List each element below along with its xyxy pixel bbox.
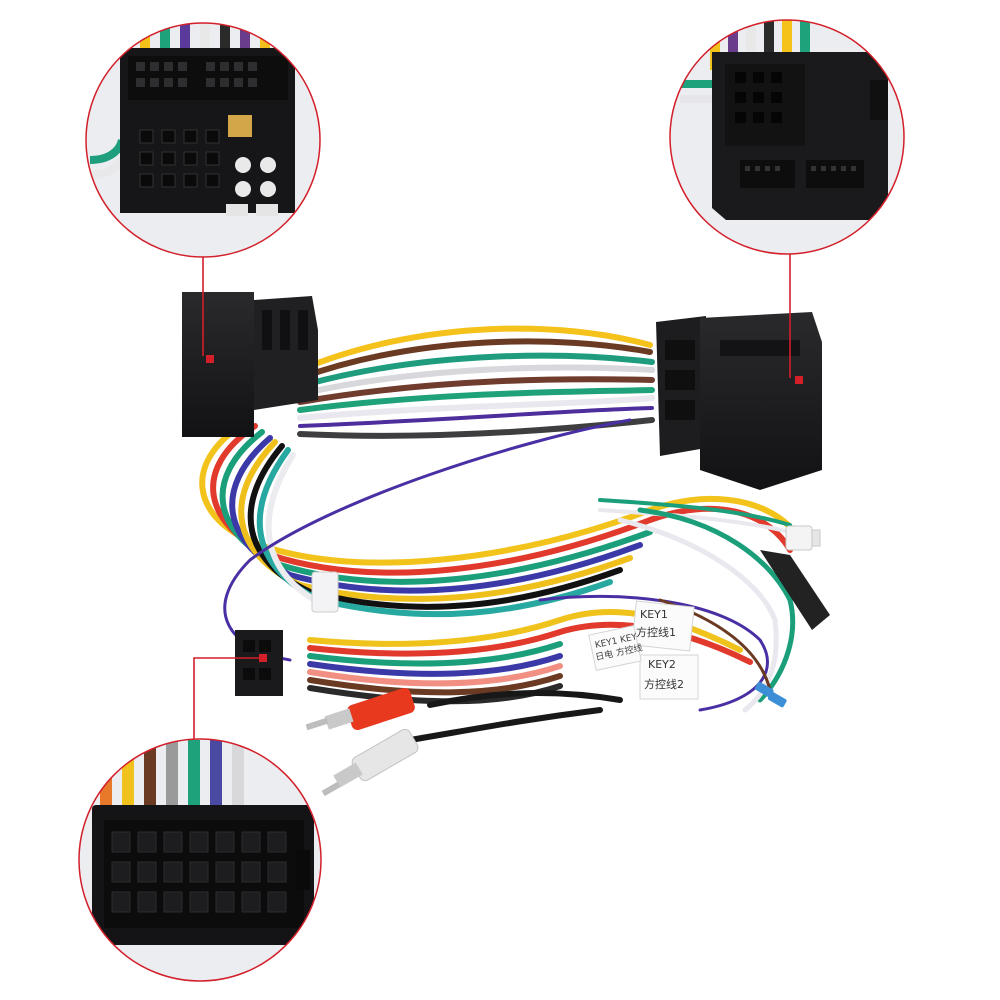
small-white-connector [785,525,821,551]
inline-fuse [760,550,830,630]
rca-plug-red [305,687,415,731]
rca-plug-white [321,728,419,797]
quadlock-connector-left [182,292,318,437]
label-tag-wire: KEY1 KEY 日电 方控线 [588,625,644,671]
callout-zoom-top-right [669,19,905,255]
iso-16pin-connector [235,630,283,696]
tag1-line2: 方控线1 [636,625,676,639]
label-tag-key1: KEY1 方控线1 [631,600,695,652]
callout-leader-lines [193,253,791,740]
label-tag-key2: KEY2 方控线2 [639,654,699,700]
tag2-line2: 方控线2 [644,677,684,691]
tag2-line1: KEY2 [648,658,676,671]
quadlock-connector-right [656,312,822,490]
callout-zoom-bottom-left [78,738,322,982]
tag1-line1: KEY1 [640,608,668,621]
small-white-tag [311,571,339,613]
callout-zoom-top-left [85,22,321,258]
blue-spade-connectors [754,681,787,708]
